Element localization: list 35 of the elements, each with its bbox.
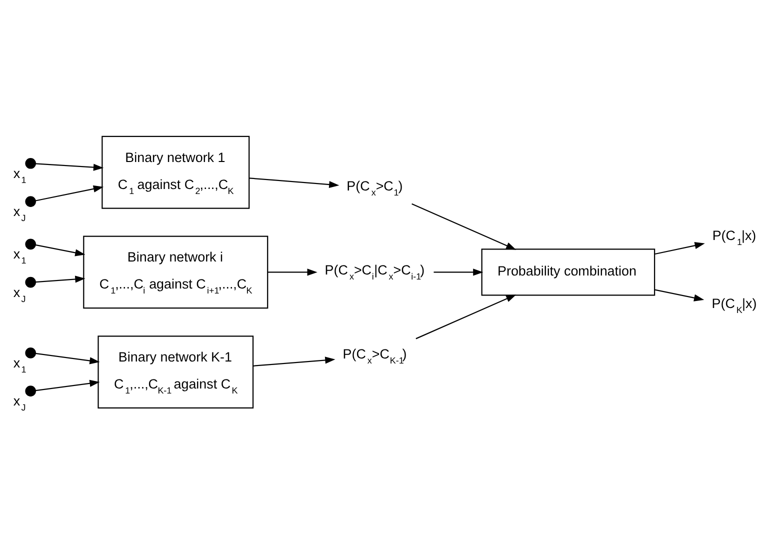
arrow bbox=[35, 380, 100, 392]
node-box: Binary network K-1 C$_{1}$,...,C$_{K-1}$ against C$_{K}$ bbox=[98, 336, 254, 408]
node-label: x$_{J}$ bbox=[13, 204, 26, 224]
node-text: P(C$_{x}$>C$_{1}$) bbox=[346, 178, 403, 198]
arrow bbox=[35, 352, 100, 364]
node-circle bbox=[25, 276, 36, 288]
node-text: P(C$_{x}$>C$_{K-1}$) bbox=[342, 346, 407, 366]
arrow bbox=[268, 268, 318, 276]
arrow bbox=[36, 163, 104, 171]
arrow bbox=[249, 178, 340, 188]
node-label: x$_{J}$ bbox=[13, 394, 26, 413]
node-box: Binary network i C$_{1}$,...,C$_{i}$ against C$_{i+1}$,...,C$_{K}$ bbox=[83, 236, 268, 309]
node-circle bbox=[25, 348, 36, 358]
arrow bbox=[654, 242, 705, 255]
node-circle bbox=[25, 196, 36, 207]
node-label: x$_{1}$ bbox=[13, 246, 26, 266]
node-box: Binary network 1 C$_{1}$ against C$_{2}$,...,C$_{K}$ bbox=[102, 136, 250, 209]
arrow bbox=[434, 268, 484, 276]
arrow bbox=[654, 289, 704, 302]
node-label: x$_{1}$ bbox=[13, 355, 26, 374]
arrow bbox=[36, 276, 86, 283]
node-text: P(C$_{x}$>C$_{i}$|C$_{x}$>C$_{i-1}$) bbox=[324, 262, 425, 282]
node-text: P(C$_{1}$|x) bbox=[712, 228, 756, 247]
arrow bbox=[412, 203, 516, 250]
arrow bbox=[35, 244, 86, 256]
arrow bbox=[253, 356, 336, 366]
node-circle bbox=[25, 238, 36, 250]
node-text: P(C$_{K}$|x) bbox=[712, 296, 757, 316]
node-label: x$_{J}$ bbox=[13, 284, 26, 304]
node-circle bbox=[25, 158, 36, 169]
node-circle bbox=[25, 386, 36, 396]
arrow bbox=[416, 294, 516, 340]
arrow bbox=[35, 185, 104, 202]
node-box: Probability combination bbox=[481, 248, 656, 296]
node-label: x$_{1}$ bbox=[13, 166, 26, 185]
